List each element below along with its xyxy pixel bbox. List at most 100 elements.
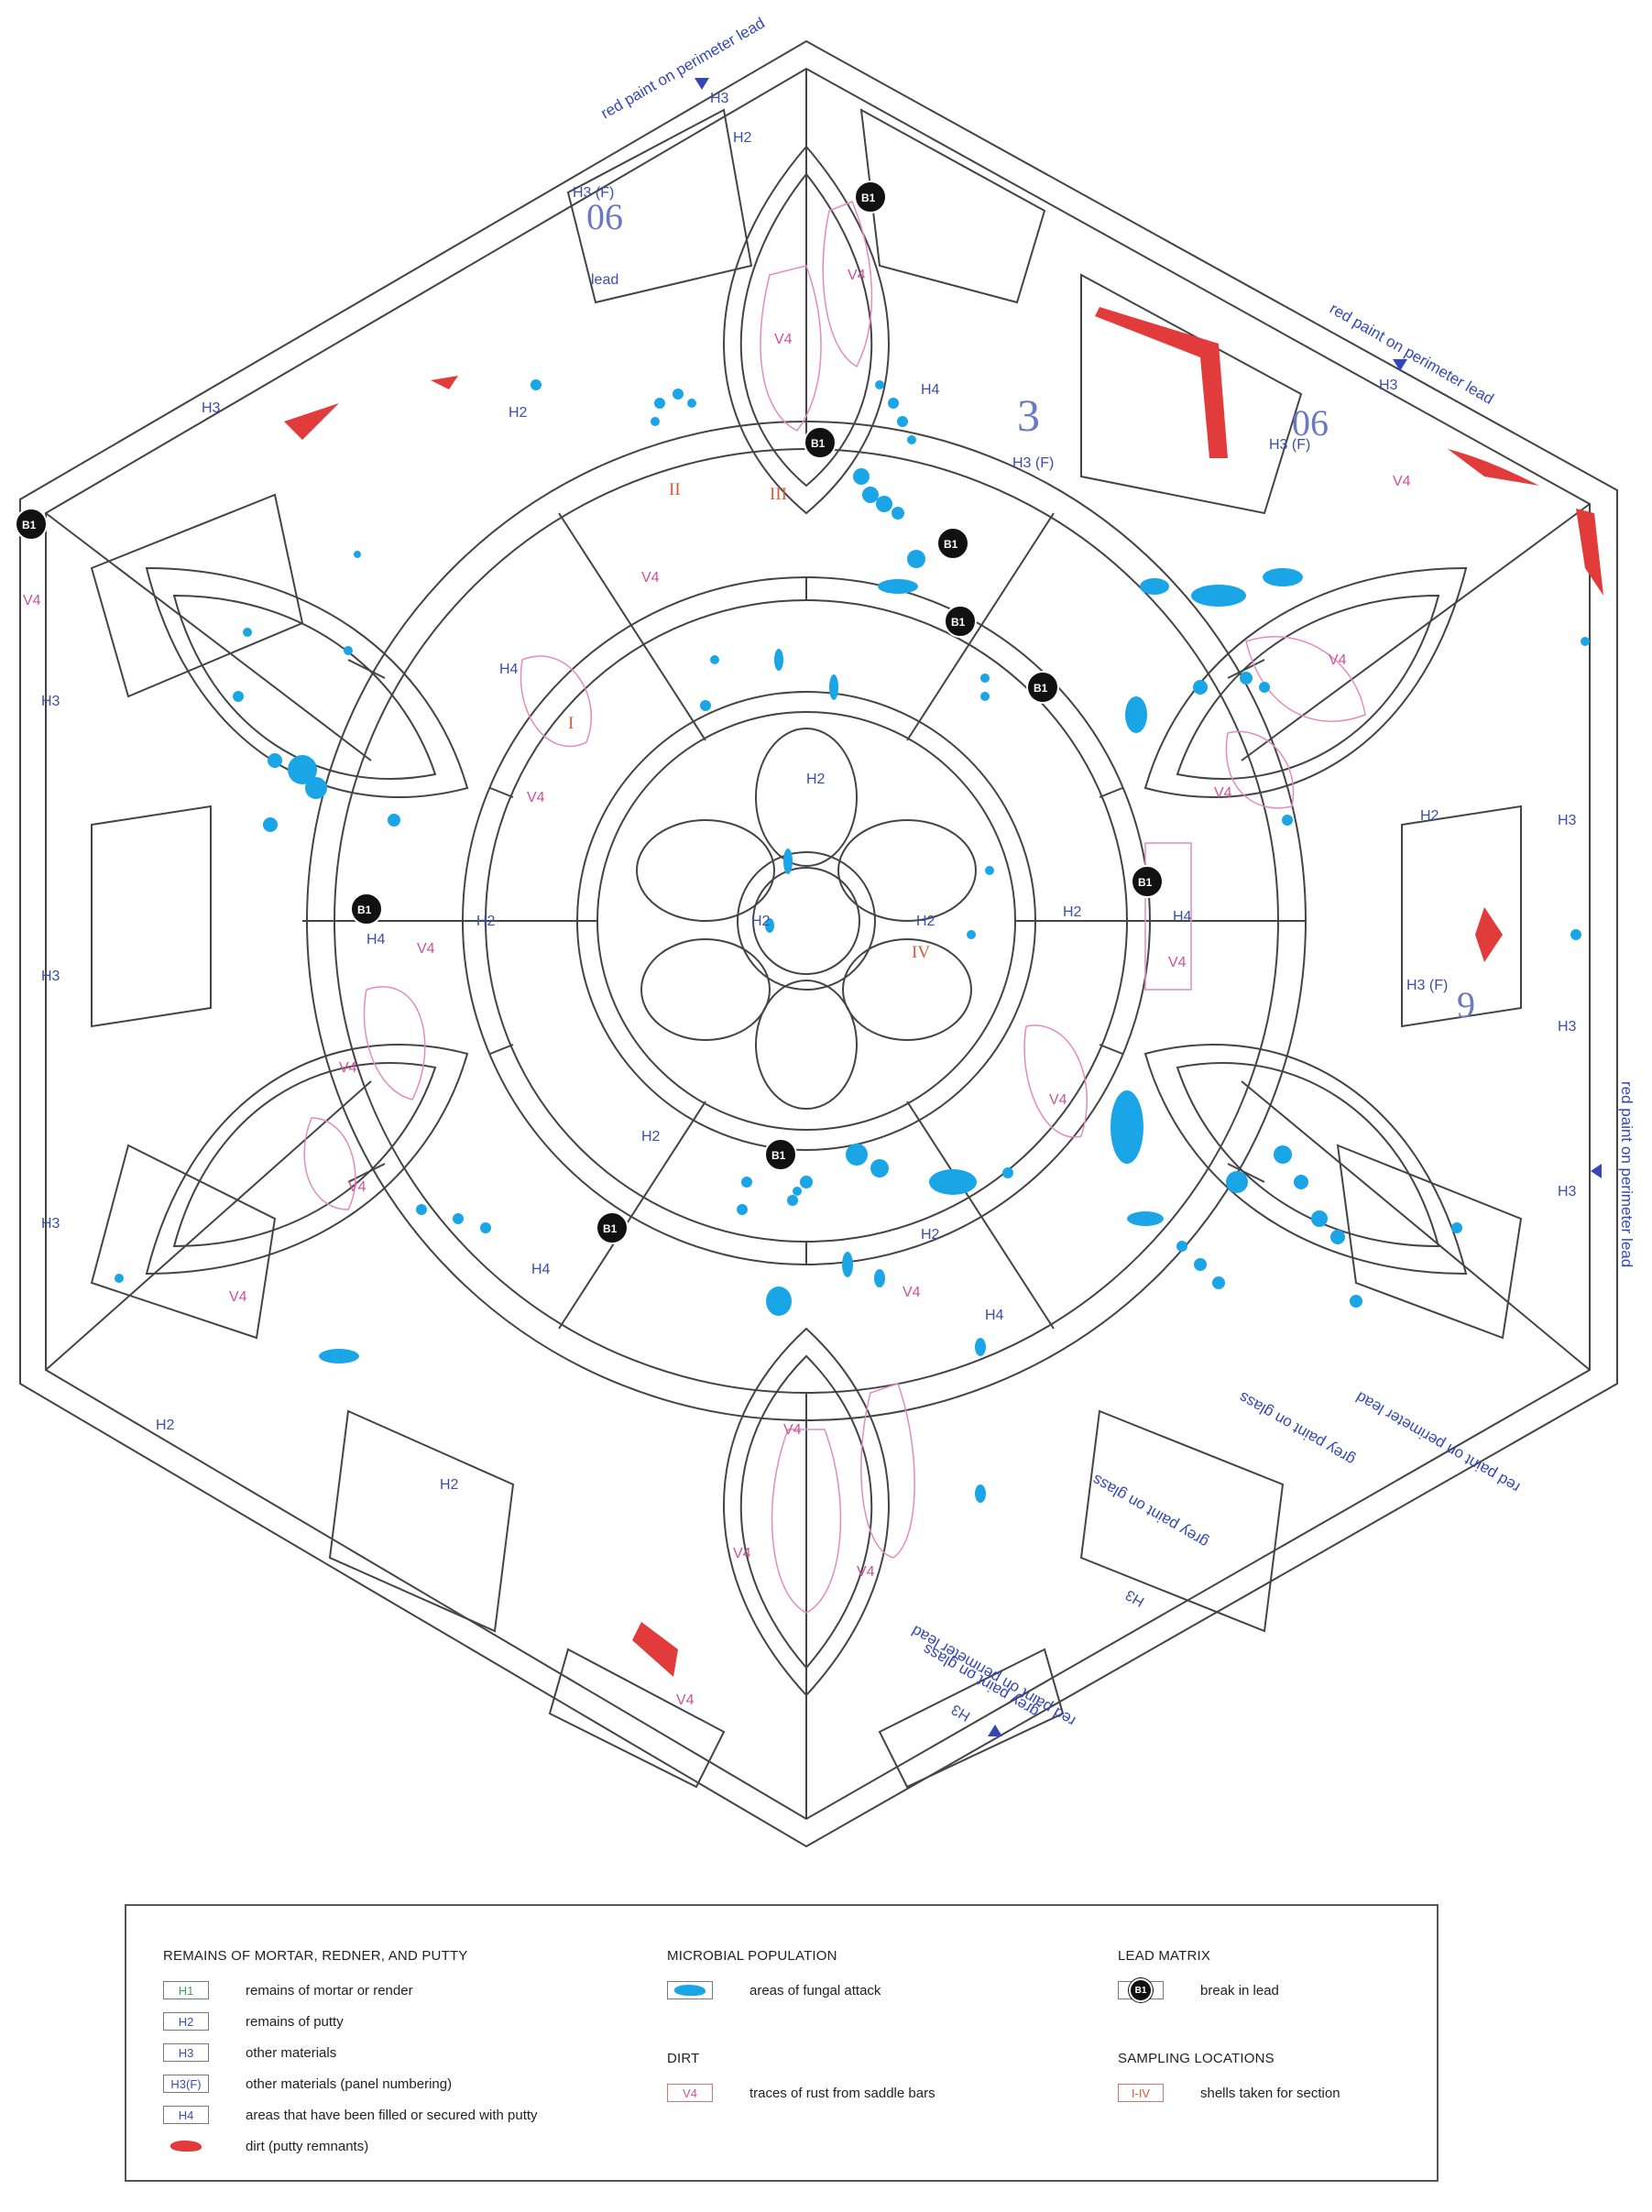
svg-text:H2: H2 (440, 1477, 459, 1493)
svg-text:H2: H2 (1063, 904, 1082, 920)
svg-text:3: 3 (1017, 389, 1040, 441)
svg-text:B1: B1 (861, 192, 876, 204)
legend-microbial-heading: MICROBIAL POPULATION (667, 1948, 837, 1964)
svg-text:H3 (F): H3 (F) (1406, 978, 1448, 993)
legend-item-h2: H2 remains of putty (163, 2012, 344, 2031)
svg-text:H2: H2 (806, 772, 826, 787)
svg-text:V4: V4 (1214, 785, 1232, 801)
legend-swatch: H2 (163, 2012, 209, 2031)
svg-text:I: I (568, 714, 574, 733)
lead-break-icon: B1 (1129, 1978, 1153, 2002)
legend-lead-heading: LEAD MATRIX (1118, 1948, 1211, 1964)
svg-text:H4: H4 (1173, 909, 1192, 925)
legend-item-dirt: dirt (putty remnants) (163, 2137, 368, 2155)
svg-text:H2: H2 (476, 914, 496, 929)
legend-label: other materials (246, 2044, 337, 2061)
panel-numbers: 06 3 06 9 (586, 196, 1475, 1025)
svg-text:grey paint on glass: grey paint on glass (1089, 1471, 1211, 1551)
svg-text:H4: H4 (985, 1308, 1004, 1323)
svg-text:IV: IV (912, 943, 930, 962)
legend-item-h3f: H3(F) other materials (panel numbering) (163, 2075, 452, 2093)
svg-text:H4: H4 (367, 932, 386, 947)
svg-text:B1: B1 (1034, 682, 1048, 695)
svg-text:H3: H3 (1558, 1019, 1577, 1035)
svg-text:H4: H4 (921, 382, 940, 398)
svg-text:B1: B1 (1138, 876, 1153, 889)
svg-text:H2: H2 (916, 914, 935, 929)
fungal-attack (115, 379, 1590, 1503)
svg-text:H3: H3 (41, 969, 60, 984)
svg-text:B1: B1 (603, 1222, 618, 1235)
legend-label: remains of putty (246, 2013, 344, 2030)
legend-item-sampling: I-IV shells taken for section (1118, 2084, 1340, 2102)
svg-text:V4: V4 (733, 1546, 751, 1561)
svg-text:H3 (F): H3 (F) (573, 185, 614, 201)
svg-text:H2: H2 (509, 405, 528, 421)
svg-text:06: 06 (1292, 402, 1329, 443)
svg-text:V4: V4 (857, 1564, 875, 1580)
svg-text:B1: B1 (951, 616, 966, 629)
svg-text:H3: H3 (1558, 1184, 1577, 1199)
svg-text:V4: V4 (848, 268, 866, 283)
legend-swatch: V4 (667, 2084, 713, 2102)
legend: REMAINS OF MORTAR, REDNER, AND PUTTY H1 … (125, 1904, 1439, 2182)
svg-text:V4: V4 (1049, 1092, 1067, 1108)
legend-label: areas that have been filled or secured w… (246, 2107, 538, 2123)
legend-label: traces of rust from saddle bars (749, 2085, 935, 2101)
svg-text:red paint on perimeter lead: red paint on perimeter lead (1327, 300, 1496, 408)
svg-text:H3: H3 (202, 400, 221, 416)
legend-label: dirt (putty remnants) (246, 2138, 369, 2154)
svg-text:red paint on perimeter lead: red paint on perimeter lead (1618, 1081, 1636, 1267)
window-diagram: H2 H2 H2 H2 H2 H2 H2 H2 H2 H2 H2 H2 H3 H… (15, 14, 1636, 1848)
svg-text:red paint on perimeter lead: red paint on perimeter lead (1353, 1388, 1523, 1496)
legend-swatch (667, 1981, 713, 1999)
svg-text:H2: H2 (733, 130, 752, 146)
svg-text:H3 (F): H3 (F) (1269, 437, 1310, 453)
svg-text:grey paint on glass: grey paint on glass (1236, 1388, 1358, 1469)
legend-label: other materials (panel numbering) (246, 2075, 453, 2092)
svg-text:H3: H3 (1123, 1586, 1147, 1609)
legend-label: areas of fungal attack (749, 1982, 881, 1998)
lead-frame (19, 39, 1618, 1848)
legend-swatch: H1 (163, 1981, 209, 1999)
legend-item-h3: H3 other materials (163, 2043, 336, 2062)
svg-text:V4: V4 (783, 1422, 802, 1438)
svg-text:B1: B1 (22, 519, 37, 531)
svg-text:H3: H3 (710, 91, 729, 106)
svg-text:V4: V4 (774, 332, 793, 347)
sampling-locations: I II III IV (568, 480, 930, 962)
dirt-remnants (284, 307, 1603, 1677)
svg-text:H4: H4 (531, 1262, 551, 1277)
svg-text:V4: V4 (676, 1692, 695, 1708)
svg-text:9: 9 (1457, 984, 1475, 1025)
legend-label: shells taken for section (1200, 2085, 1340, 2101)
svg-text:V4: V4 (23, 593, 41, 608)
svg-text:H2: H2 (1420, 808, 1439, 824)
svg-text:H3: H3 (949, 1701, 973, 1724)
svg-text:H3: H3 (41, 694, 60, 709)
svg-text:H2: H2 (751, 914, 771, 929)
svg-text:III: III (770, 485, 787, 504)
legend-item-h1: H1 remains of mortar or render (163, 1981, 413, 1999)
svg-text:V4: V4 (527, 790, 545, 805)
svg-text:lead: lead (591, 272, 618, 288)
svg-text:06: 06 (586, 196, 623, 237)
svg-text:B1: B1 (357, 903, 372, 916)
legend-sampling-heading: SAMPLING LOCATIONS (1118, 2051, 1275, 2066)
svg-text:H4: H4 (499, 662, 519, 677)
svg-text:V4: V4 (1393, 474, 1411, 489)
dirt-swatch-icon (170, 2141, 202, 2152)
legend-swatch: H3(F) (163, 2075, 209, 2093)
legend-label: remains of mortar or render (246, 1982, 413, 1998)
svg-text:H3 (F): H3 (F) (1012, 455, 1054, 471)
lead-breaks: B1 B1 B1 B1 B1 B1 B1 B1 B1 B1 (15, 181, 1164, 1244)
svg-text:V4: V4 (1329, 652, 1347, 668)
fungal-swatch-icon (674, 1985, 706, 1996)
svg-text:H2: H2 (921, 1227, 940, 1243)
svg-text:B1: B1 (811, 437, 826, 450)
legend-item-rust: V4 traces of rust from saddle bars (667, 2084, 935, 2102)
svg-text:H2: H2 (156, 1418, 175, 1433)
legend-label: break in lead (1200, 1982, 1279, 1998)
svg-text:V4: V4 (641, 570, 660, 586)
svg-text:B1: B1 (771, 1149, 786, 1162)
